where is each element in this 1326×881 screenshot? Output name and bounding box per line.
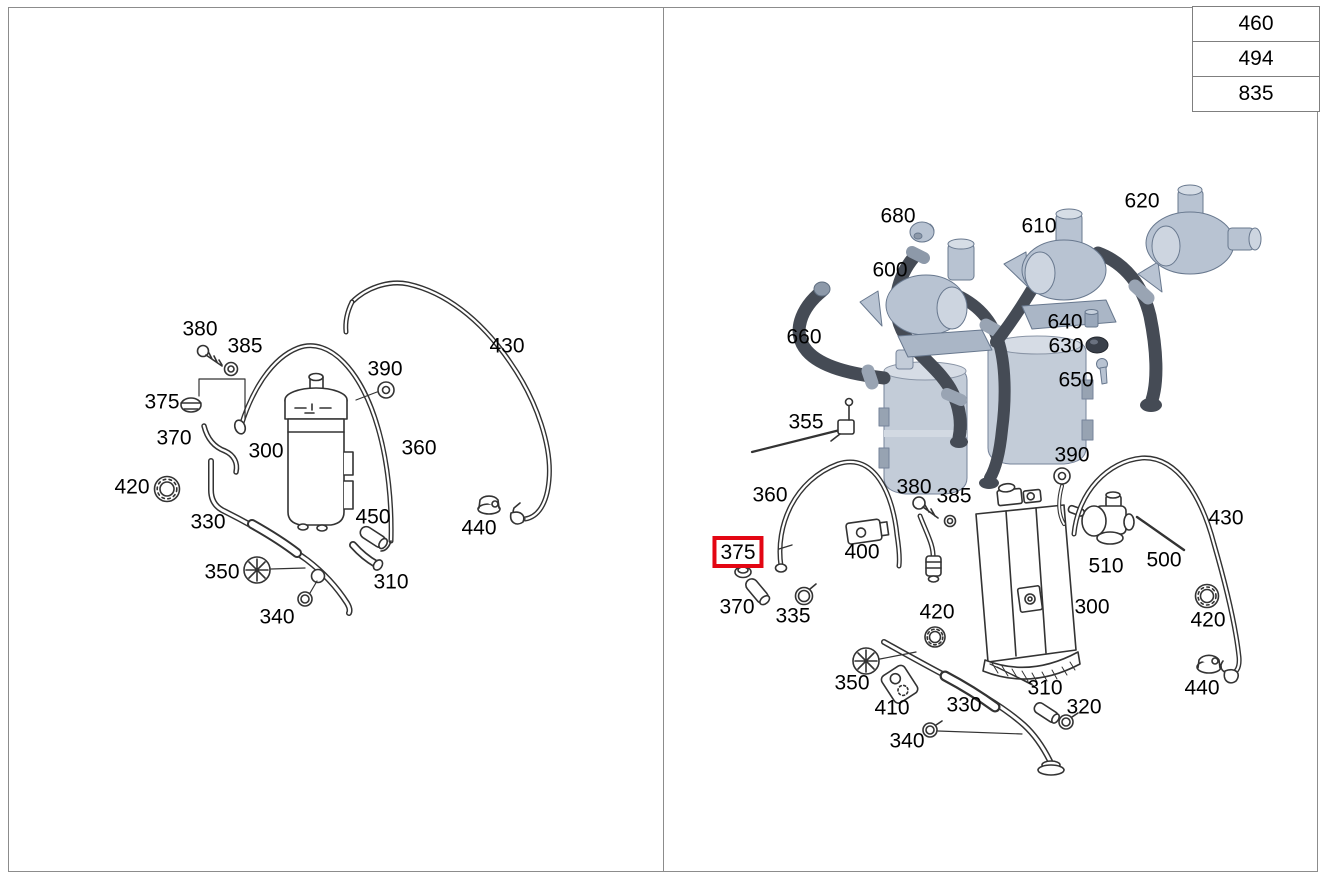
right-part-label-350[interactable]: 350 <box>834 671 870 695</box>
right-part-label-320[interactable]: 320 <box>1066 695 1102 719</box>
right-part-label-620[interactable]: 620 <box>1124 189 1160 213</box>
left-part-label-440[interactable]: 440 <box>461 516 497 540</box>
right-part-label-375-selected[interactable]: 375 <box>712 536 764 568</box>
right-part-label-335[interactable]: 335 <box>775 604 811 628</box>
right-part-label-330[interactable]: 330 <box>946 693 982 717</box>
left-part-label-450[interactable]: 450 <box>355 505 391 529</box>
right-part-label-385[interactable]: 385 <box>936 484 972 508</box>
right-panel-line-art <box>734 397 1242 776</box>
left-part-label-350[interactable]: 350 <box>204 560 240 584</box>
left-part-label-430[interactable]: 430 <box>489 334 525 358</box>
pump-620-drawing <box>1137 184 1262 293</box>
right-part-label-370[interactable]: 370 <box>719 595 755 619</box>
right-part-label-430[interactable]: 430 <box>1208 506 1244 530</box>
left-part-label-390[interactable]: 390 <box>367 357 403 381</box>
right-part-label-310[interactable]: 310 <box>1027 676 1063 700</box>
reference-number-table: 460 494 835 <box>1192 6 1320 112</box>
right-part-label-660[interactable]: 660 <box>786 325 822 349</box>
left-panel-line-art <box>153 280 552 616</box>
right-part-label-400[interactable]: 400 <box>844 540 880 564</box>
right-part-label-420-center[interactable]: 420 <box>919 600 955 624</box>
left-part-label-310[interactable]: 310 <box>373 570 409 594</box>
reference-number-cell-494[interactable]: 494 <box>1192 41 1320 77</box>
right-part-label-650[interactable]: 650 <box>1058 368 1094 392</box>
right-part-label-380[interactable]: 380 <box>896 475 932 499</box>
right-part-label-410[interactable]: 410 <box>874 696 910 720</box>
right-part-label-360[interactable]: 360 <box>752 483 788 507</box>
small-parts-640-630-650 <box>1084 309 1109 385</box>
left-part-label-370[interactable]: 370 <box>156 426 192 450</box>
right-part-label-440[interactable]: 440 <box>1184 676 1220 700</box>
right-part-label-610[interactable]: 610 <box>1021 214 1057 238</box>
pump-600-drawing <box>859 238 993 358</box>
left-part-label-340[interactable]: 340 <box>259 605 295 629</box>
right-part-label-300[interactable]: 300 <box>1074 595 1110 619</box>
reference-number-cell-460[interactable]: 460 <box>1192 6 1320 42</box>
left-part-label-385[interactable]: 385 <box>227 334 263 358</box>
left-part-label-420[interactable]: 420 <box>114 475 150 499</box>
right-part-label-510[interactable]: 510 <box>1088 554 1124 578</box>
right-panel-colored-assembly <box>792 184 1262 495</box>
left-part-label-380[interactable]: 380 <box>182 317 218 341</box>
nut-680-drawing <box>909 221 935 243</box>
right-part-label-500[interactable]: 500 <box>1146 548 1182 572</box>
right-part-label-340[interactable]: 340 <box>889 729 925 753</box>
left-part-label-330[interactable]: 330 <box>190 510 226 534</box>
pump-610-drawing <box>1003 208 1117 330</box>
right-part-label-640[interactable]: 640 <box>1047 310 1083 334</box>
right-part-label-390[interactable]: 390 <box>1054 443 1090 467</box>
right-part-label-630[interactable]: 630 <box>1048 334 1084 358</box>
right-part-label-600[interactable]: 600 <box>872 258 908 282</box>
right-part-label-355[interactable]: 355 <box>788 410 824 434</box>
right-part-label-680[interactable]: 680 <box>880 204 916 228</box>
left-part-label-375[interactable]: 375 <box>144 390 180 414</box>
right-part-label-420-right[interactable]: 420 <box>1190 608 1226 632</box>
reference-number-cell-835[interactable]: 835 <box>1192 76 1320 112</box>
left-part-label-360[interactable]: 360 <box>401 436 437 460</box>
left-part-label-300[interactable]: 300 <box>248 439 284 463</box>
